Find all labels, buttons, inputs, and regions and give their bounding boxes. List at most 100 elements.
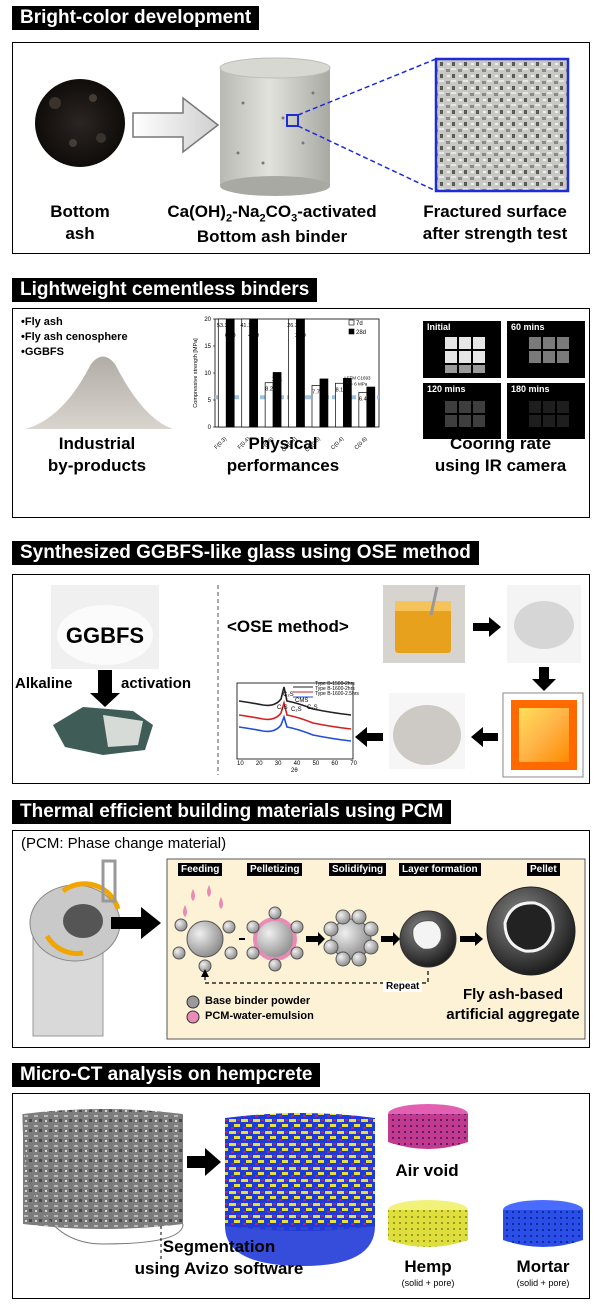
xrd-x-tick: 40 <box>293 761 301 767</box>
segmentation-label-line2: using Avizo software <box>134 1259 304 1279</box>
step-label-layer-formation: Layer formation <box>399 863 481 876</box>
cooling-label-line2: using IR camera <box>434 456 567 476</box>
xrd-legend-item: Type B-1600-2hrs <box>315 686 355 692</box>
xrd-annotation: CMS <box>295 698 309 704</box>
bar-value-label: 46.9 <box>248 333 259 339</box>
cooling-label-line1: Cooring rate <box>449 434 552 453</box>
byproduct-list: •Fly ash •Fly ash cenosphere •GGBFS <box>21 315 128 360</box>
ggbfs-label: GGBFS <box>65 623 145 648</box>
xrd-legend: Type B-1500-2hrs Type B-1600-2hrs Type B… <box>315 682 359 697</box>
industrial-label: Industrial by-products <box>17 433 177 477</box>
ose-arrow-1 <box>473 617 501 637</box>
xrd-x-tick: 60 <box>331 761 339 767</box>
ose-arrow-2 <box>532 667 556 691</box>
section3-graphics <box>51 585 584 778</box>
air-void-label: Air void <box>395 1161 459 1180</box>
machine-arrow <box>111 907 161 939</box>
section4-title: Thermal efficient building materials usi… <box>12 800 452 824</box>
segmentation-arrow <box>187 1148 221 1176</box>
xrd-annotation: C₂S <box>277 705 288 711</box>
industrial-label-line1: Industrial <box>58 434 136 453</box>
fractured-surface-image <box>434 57 570 193</box>
mortar-label: Mortar <box>516 1257 570 1276</box>
xrd-legend-item: Type B-1600-2.5hrs <box>315 691 359 697</box>
ir-label-180: 180 mins <box>511 384 550 394</box>
y-tick-label: 0 <box>208 425 212 431</box>
reference-label: ASTM C1693 <box>343 375 371 380</box>
section1-graphics <box>35 57 570 196</box>
aggregate-label: Fly ash-based artificial aggregate <box>443 985 583 1024</box>
bar-value-label: 26.3 <box>287 323 298 329</box>
section3-panel: GGBFS Alkaline activation <OSE method> T… <box>12 574 590 784</box>
xrd-chart <box>236 682 354 760</box>
physical-label-line1: Physical <box>248 434 318 453</box>
xrd-annotation: C₂S <box>283 692 294 698</box>
segmentation-label: Segmentation using Avizo software <box>109 1236 329 1280</box>
process-arrow <box>132 96 220 154</box>
bar-value-label: 10.1 <box>272 376 283 382</box>
bottom-ash-label-line1: Bottom <box>50 202 110 221</box>
y-tick-label: 5 <box>208 398 212 404</box>
industrial-label-line2: by-products <box>47 456 147 476</box>
bar-value-label: 65.0 <box>225 333 236 339</box>
section2-panel: •Fly ash •Fly ash cenosphere •GGBFS I <box>12 308 590 518</box>
bar-value-label: 29.9 <box>295 333 306 339</box>
section3-title: Synthesized GGBFS-like glass using OSE m… <box>12 541 479 565</box>
xrd-x-tick: 20 <box>255 761 263 767</box>
xrd-x-tick: 70 <box>350 761 357 767</box>
step-label-pellet: Pellet <box>527 863 560 876</box>
solidifying-step <box>323 909 379 967</box>
step-arrow <box>460 932 483 946</box>
repeat-loop <box>204 971 429 984</box>
aggregate-label-line2: artificial aggregate <box>446 1005 580 1023</box>
fracture-label-line1: Fractured surface <box>423 202 567 221</box>
binder-cylinder-image <box>219 57 331 196</box>
byproduct-item: •Fly ash cenosphere <box>21 330 128 343</box>
ir-label-initial: Initial <box>427 322 451 332</box>
xrd-x-ticks: 10 20 30 40 50 60 70 <box>237 761 357 767</box>
ir-camera-images <box>423 321 585 439</box>
section4-panel: (PCM: Phase change material) <box>12 830 590 1048</box>
section2-graphics <box>25 321 585 439</box>
segmentation-label-line1: Segmentation <box>162 1237 276 1256</box>
xrd-x-tick: 10 <box>237 761 244 767</box>
section4-graphics <box>29 858 586 1040</box>
legend-label: 28d <box>356 330 366 336</box>
repeat-label: Repeat <box>383 981 423 992</box>
hemp-sublabel: (solid + pore) <box>401 1278 455 1288</box>
xrd-annotation: C₂S <box>291 707 302 713</box>
section2-title: Lightweight cementless binders <box>12 278 318 302</box>
hemp-label: Hemp <box>404 1257 452 1276</box>
bar-value-label: 8.9 <box>320 383 328 389</box>
bar-value-label: 7.7 <box>312 389 320 395</box>
xrd-x-label: 2θ <box>291 768 298 774</box>
bar-value-label: 9.0 <box>344 382 352 388</box>
bar-value-label: 8.2 <box>265 387 273 393</box>
section5-graphics <box>22 1104 583 1266</box>
bar-value-label: 6.4 <box>359 396 367 402</box>
step-label-solidifying: Solidifying <box>329 863 387 876</box>
physical-label: Physical performances <box>193 433 373 477</box>
y-tick-label: 10 <box>204 371 211 377</box>
section1-panel: Bottom ash Ca(OH)2-Na2CO3-activated Bott… <box>12 42 590 254</box>
section1-title: Bright-color development <box>12 6 260 30</box>
layer-formation-step <box>399 910 457 968</box>
step-arrow <box>306 932 325 946</box>
bar-28d <box>225 318 235 428</box>
section5-panel: Segmentation using Avizo software Air vo… <box>12 1093 590 1299</box>
segmented-image <box>225 1113 375 1266</box>
ose-method-label: <OSE method> <box>227 617 349 636</box>
step-label-feeding: Feeding <box>178 863 223 876</box>
hemp-image <box>388 1200 468 1247</box>
fracture-label-line2: after strength test <box>422 224 568 244</box>
mortar-image <box>503 1200 583 1247</box>
pelletizer-machine-image <box>29 859 121 1037</box>
feeding-step <box>172 885 238 973</box>
ose-arrow-4 <box>355 727 383 747</box>
legend-swatch <box>348 328 355 335</box>
mortar-sublabel: (solid + pore) <box>516 1278 570 1288</box>
bar-28d <box>366 386 376 428</box>
aggregate-label-line1: Fly ash-based <box>462 986 564 1003</box>
binder-label-line1: Ca(OH)2-Na2CO3-activated <box>167 202 377 225</box>
bar-value-label: 53.3 <box>217 323 228 329</box>
